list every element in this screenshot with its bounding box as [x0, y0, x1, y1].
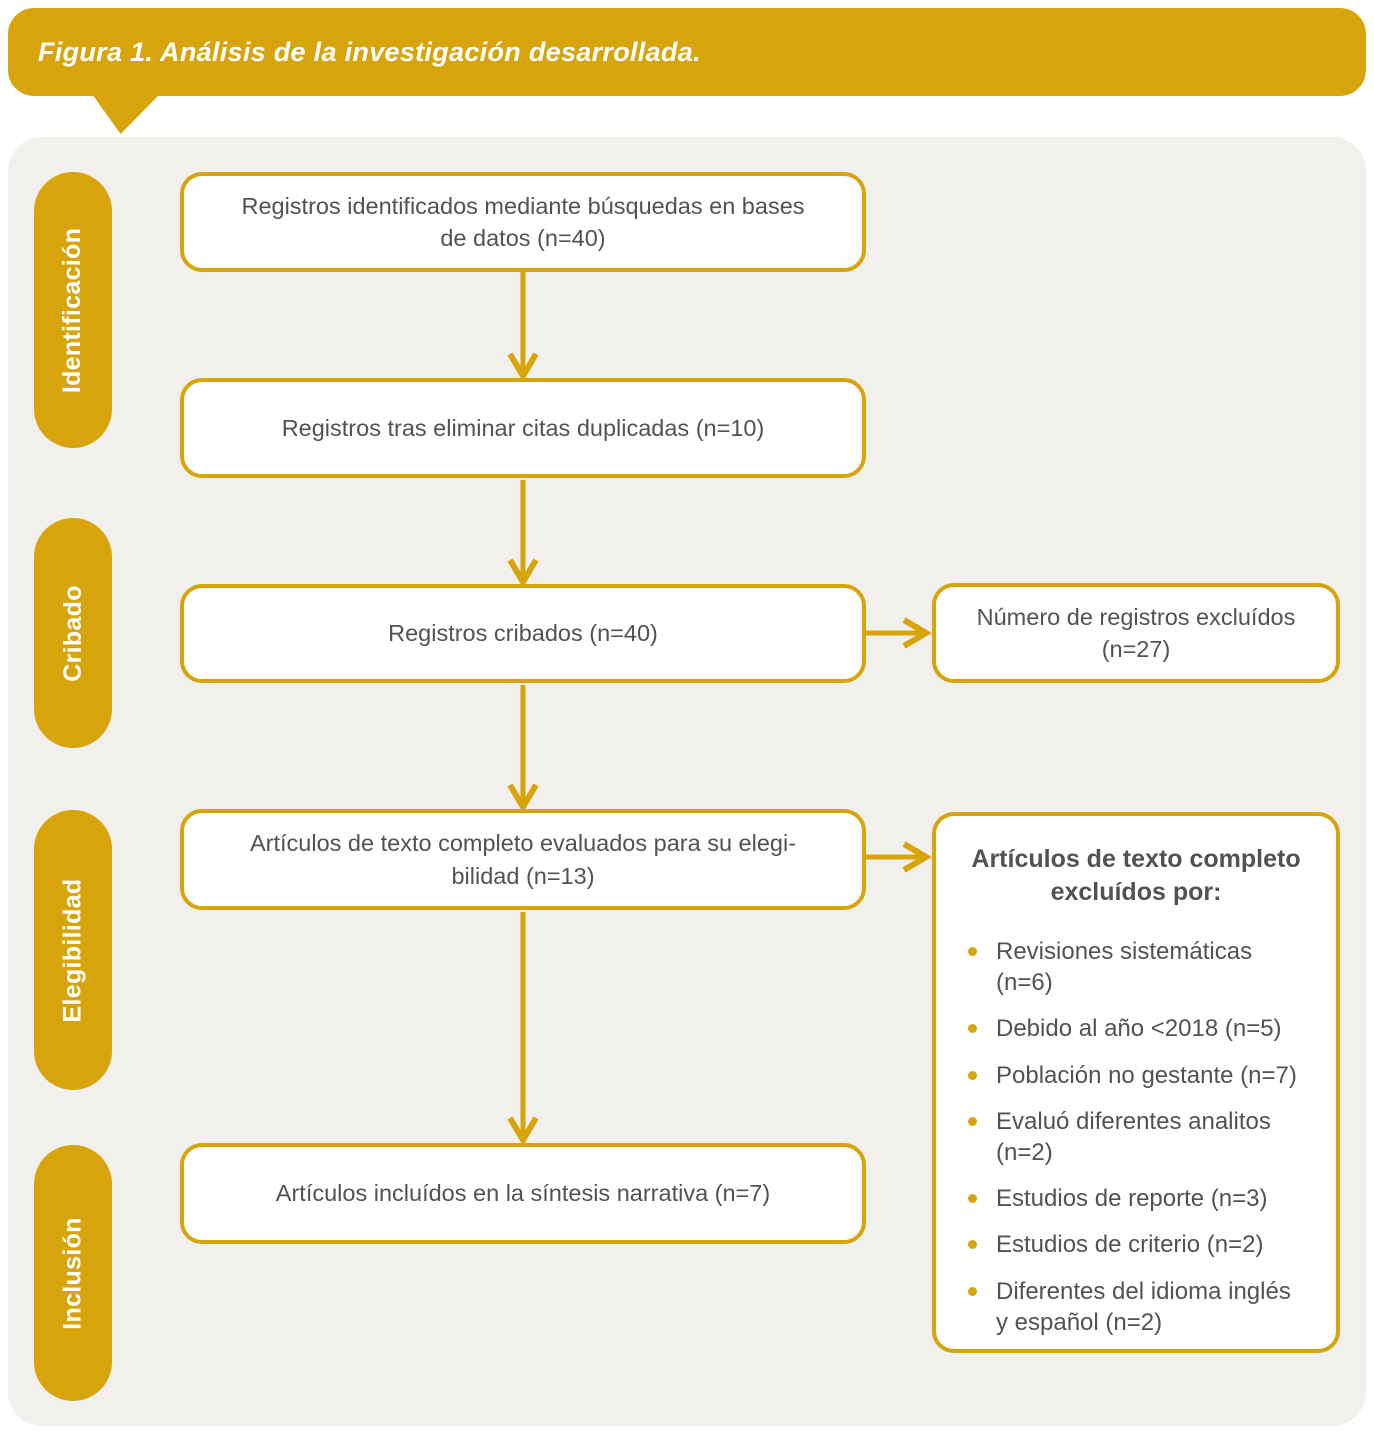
stage-pill-inclusion: Inclusión [34, 1145, 112, 1401]
banner-tail-pointer [92, 94, 160, 134]
bullet-icon [968, 1024, 977, 1034]
flow-box-text: Registros tras eliminar citas duplicadas… [281, 414, 765, 441]
exclusion-item-text: Debido al año <2018 (n=5) [996, 1015, 1282, 1043]
stage-label-identification: Identificación [58, 227, 87, 393]
stage-pill-screening: Cribado [34, 518, 112, 748]
flow-box-records-screened: Registros cribados (n=40) [180, 584, 866, 683]
list-item: Debido al año <2018 (n=5) [968, 1013, 1310, 1044]
list-item: Estudios de reporte (n=3) [968, 1183, 1310, 1214]
list-item: Evaluó diferentes analitos (n=2) [968, 1106, 1310, 1168]
figure-caption: Figura 1. Análisis de la investigación d… [38, 36, 701, 67]
exclusions-list: Revisiones sistemáticas (n=6) Debido al … [962, 936, 1310, 1338]
side-box-excluded-records: Número de registros excluídos (n=27) [932, 583, 1340, 683]
flow-box-records-identified: Registros identificados mediante búsqued… [180, 172, 866, 272]
stage-pill-eligibility: Elegibilidad [34, 810, 112, 1090]
list-item: Revisiones sistemáticas (n=6) [968, 936, 1310, 998]
exclusion-item-text: Población no gestante (n=7) [996, 1061, 1297, 1089]
bullet-icon [968, 1070, 977, 1080]
flow-box-records-after-duplicates: Registros tras eliminar citas duplicadas… [180, 378, 866, 478]
flow-box-text: Registros identificados mediante búsqued… [241, 192, 805, 251]
exclusion-item-text: Estudios de reporte (n=3) [996, 1185, 1268, 1213]
bullet-icon [968, 1116, 977, 1126]
bullet-icon [968, 1240, 977, 1250]
flow-box-text: Artículos de texto completo evaluados pa… [249, 830, 797, 889]
stage-pill-identification: Identificación [34, 172, 112, 448]
flow-box-text: Registros cribados (n=40) [388, 620, 658, 647]
figure-caption-banner: Figura 1. Análisis de la investigación d… [8, 8, 1366, 96]
exclusions-title: Artículos de texto completo excluídos po… [971, 845, 1301, 906]
bullet-icon [968, 947, 977, 956]
exclusion-item-text: Diferentes del idioma inglés y español (… [996, 1277, 1291, 1336]
side-box-text: Número de registros excluídos (n=27) [976, 603, 1296, 662]
list-item: Población no gestante (n=7) [968, 1060, 1310, 1091]
stage-label-inclusion: Inclusión [58, 1216, 87, 1330]
exclusion-item-text: Estudios de criterio (n=2) [996, 1231, 1264, 1259]
exclusion-item-text: Evaluó diferentes analitos (n=2) [996, 1107, 1271, 1166]
flow-box-text: Artículos incluídos en la síntesis narra… [275, 1180, 771, 1207]
flow-box-included-in-synthesis: Artículos incluídos en la síntesis narra… [180, 1143, 866, 1244]
flow-box-fulltext-assessed: Artículos de texto completo evaluados pa… [180, 809, 866, 910]
side-box-fulltext-exclusions: Artículos de texto completo excluídos po… [932, 812, 1340, 1353]
bullet-icon [968, 1194, 977, 1204]
stage-label-screening: Cribado [58, 584, 87, 682]
exclusion-item-text: Revisiones sistemáticas (n=6) [996, 938, 1253, 997]
stage-label-eligibility: Elegibilidad [58, 878, 87, 1022]
list-item: Estudios de criterio (n=2) [968, 1229, 1310, 1260]
list-item: Diferentes del idioma inglés y español (… [968, 1276, 1310, 1338]
bullet-icon [968, 1286, 977, 1296]
